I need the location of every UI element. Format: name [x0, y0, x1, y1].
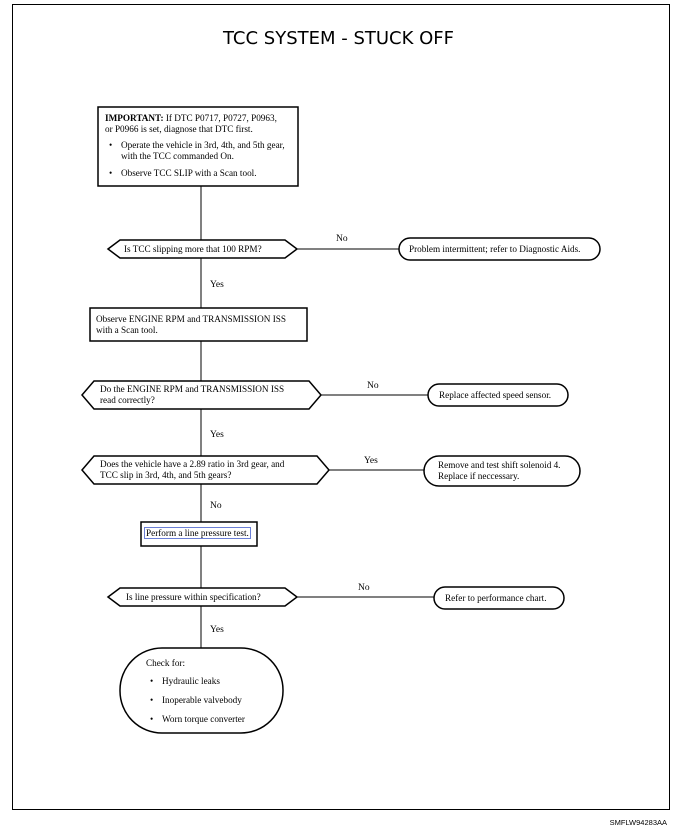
important-line1: If DTC P0717, P0727, P0963,	[163, 113, 277, 123]
q4-yes-label: Yes	[210, 625, 224, 635]
q4-text: Is line pressure within specification?	[126, 592, 261, 602]
important-bullet: Observe TCC SLIP with a Scan tool.	[105, 168, 285, 179]
figure-code: SMFLW94283AA	[609, 818, 667, 827]
important-text: IMPORTANT: If DTC P0717, P0727, P0963, o…	[105, 113, 285, 179]
q3-text: Does the vehicle have a 2.89 ratio in 3r…	[100, 459, 285, 480]
result-performance-chart: Refer to performance chart.	[445, 593, 547, 603]
important-bullet: Operate the vehicle in 3rd, 4th, and 5th…	[105, 140, 285, 162]
q1-yes-label: Yes	[210, 280, 224, 290]
diagram-frame	[12, 4, 670, 810]
q1-no-label: No	[336, 234, 348, 244]
important-box	[97, 106, 299, 187]
check-for-title: Check for:	[146, 658, 186, 668]
check-item: Inoperable valvebody	[146, 695, 245, 706]
line-pressure-test-box	[140, 521, 258, 547]
q2-no-label: No	[367, 381, 379, 391]
diagram-title: TCC SYSTEM - STUCK OFF	[222, 28, 455, 49]
q4-no-label: No	[358, 583, 370, 593]
q3-no-label: No	[210, 501, 222, 511]
q3-yes-label: Yes	[364, 456, 378, 466]
result-shift-solenoid: Remove and test shift solenoid 4. Replac…	[438, 460, 561, 481]
check-item: Worn torque converter	[146, 714, 245, 725]
result-speed-sensor: Replace affected speed sensor.	[439, 390, 552, 400]
observe-rpm-text: Observe ENGINE RPM and TRANSMISSION ISS …	[96, 314, 286, 335]
result-intermittent: Problem intermittent; refer to Diagnosti…	[409, 244, 581, 254]
q2-text: Do the ENGINE RPM and TRANSMISSION ISS r…	[100, 384, 285, 405]
important-line2: or P0966 is set, diagnose that DTC first…	[105, 124, 253, 134]
check-item: Hydraulic leaks	[146, 676, 245, 687]
important-label: IMPORTANT:	[105, 113, 164, 123]
q2-yes-label: Yes	[210, 430, 224, 440]
q1-text: Is TCC slipping more that 100 RPM?	[124, 244, 262, 254]
result3-shape	[423, 455, 581, 487]
check-for-text: Check for: Hydraulic leaks Inoperable va…	[146, 658, 245, 725]
observe-rpm-box	[89, 307, 308, 342]
line-pressure-test-label: Perform a line pressure test.	[144, 527, 251, 539]
line-pressure-test-text: Perform a line pressure test.	[144, 527, 251, 539]
result4-shape	[433, 586, 565, 610]
